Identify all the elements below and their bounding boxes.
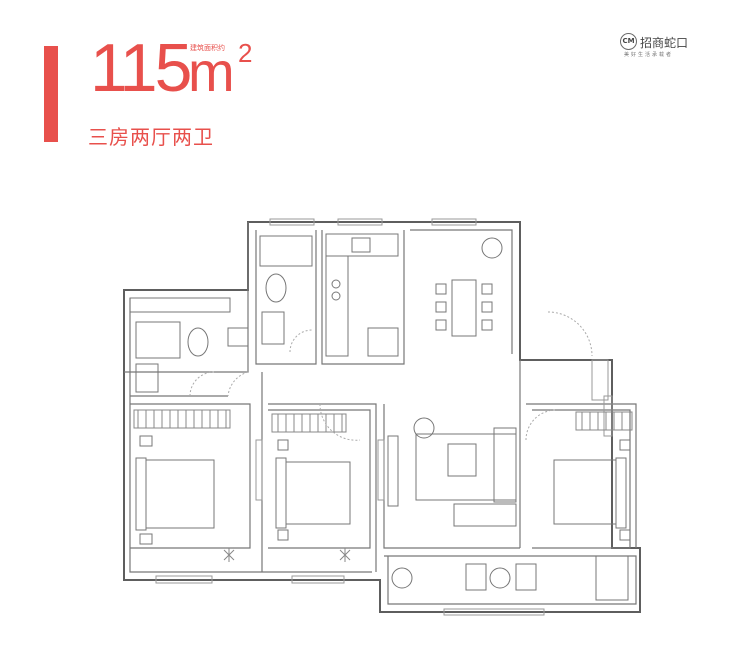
brand-tagline: 美好生活承载者 [624,52,674,58]
layout-label: 三房两厅两卫 [88,125,214,149]
brand-name: 招商蛇口 [640,36,689,50]
windows [155,218,613,616]
area-number: 115 [90,30,192,106]
kitchen-counter [325,233,399,357]
outer-walls [123,221,641,613]
area-unit: m [188,40,235,103]
bathroom-fixtures [129,235,313,393]
balcony-fixtures [391,555,629,601]
door-swings [189,311,593,441]
living-room-furniture [387,417,517,527]
beds [135,435,631,545]
inner-walls [124,222,637,605]
dining-table [435,237,503,337]
brand-logo-icon: CM [620,33,637,50]
wardrobes [133,409,633,433]
accent-bar [44,46,58,142]
plants [223,548,351,562]
area-exponent: 2 [238,38,253,68]
area-caption: 建筑面积约 [190,44,225,52]
